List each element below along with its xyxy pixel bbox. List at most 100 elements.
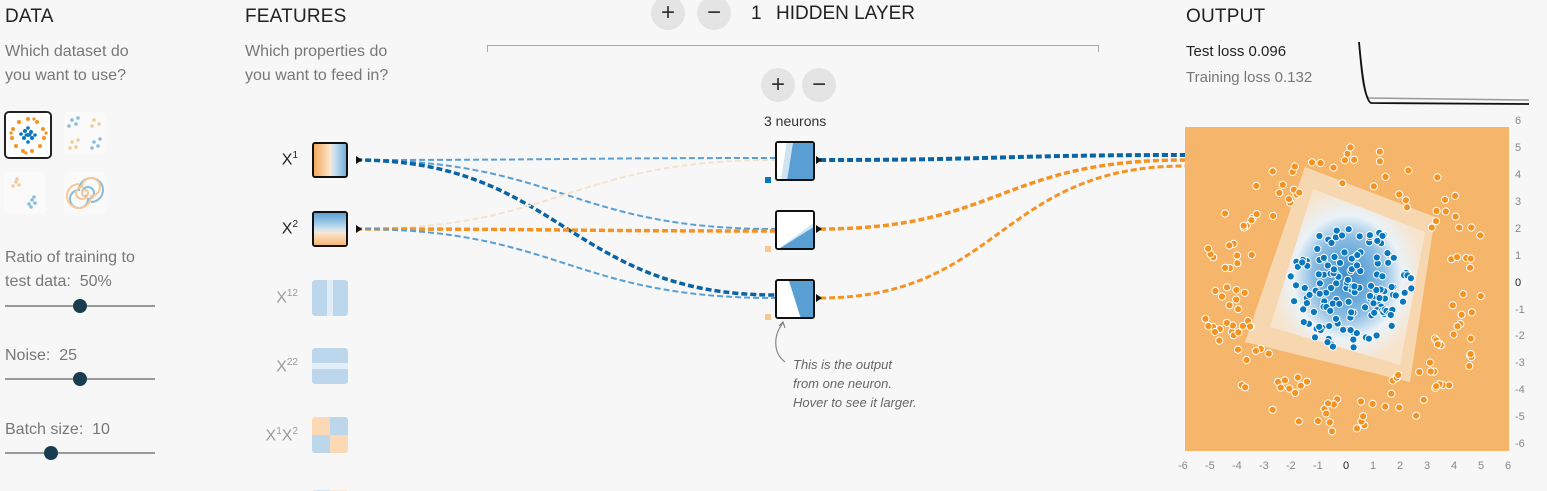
feature-x1sq-box[interactable] bbox=[312, 280, 348, 316]
feature-x2sq-box[interactable] bbox=[312, 348, 348, 384]
orange-point bbox=[1241, 383, 1250, 392]
x-tick-label: -3 bbox=[1259, 460, 1269, 472]
orange-point bbox=[1432, 382, 1441, 391]
orange-point bbox=[1204, 322, 1213, 331]
y-tick-label: 2 bbox=[1515, 222, 1522, 235]
blue-point bbox=[1375, 293, 1384, 303]
orange-point bbox=[1381, 172, 1390, 182]
blue-point bbox=[1378, 231, 1387, 241]
orange-point bbox=[1325, 418, 1334, 427]
dataset-gauss-thumb[interactable] bbox=[4, 172, 46, 214]
neuron-3[interactable] bbox=[775, 279, 815, 319]
orange-point bbox=[1242, 355, 1251, 365]
remove-neuron-button[interactable]: − bbox=[802, 68, 836, 102]
orange-point bbox=[1395, 190, 1404, 199]
orange-point bbox=[1307, 158, 1317, 167]
orange-point bbox=[1275, 188, 1284, 198]
orange-point bbox=[1451, 212, 1460, 221]
feature-x2-box[interactable] bbox=[312, 211, 348, 247]
x-tick-label: -2 bbox=[1286, 460, 1296, 472]
y-tick-label: 6 bbox=[1515, 115, 1522, 128]
orange-point bbox=[1225, 241, 1234, 250]
orange-point bbox=[1432, 206, 1441, 216]
add-neuron-button[interactable]: + bbox=[761, 68, 795, 102]
orange-point bbox=[1327, 427, 1337, 436]
training-loss: Training loss 0.132 bbox=[1186, 69, 1312, 86]
blue-point bbox=[1300, 283, 1309, 293]
orange-point bbox=[1313, 416, 1323, 426]
orange-point bbox=[1322, 409, 1331, 418]
blue-point bbox=[1286, 272, 1295, 281]
dataset-circle-thumb[interactable] bbox=[4, 111, 52, 159]
orange-point bbox=[1440, 195, 1450, 204]
orange-point bbox=[1476, 231, 1485, 240]
y-tick-label: 3 bbox=[1515, 195, 1522, 208]
blue-point bbox=[1340, 248, 1349, 257]
neuron-2-bias[interactable] bbox=[765, 246, 771, 252]
noise-slider-knob[interactable] bbox=[73, 372, 87, 386]
orange-point bbox=[1210, 327, 1219, 337]
feature-x1-box[interactable] bbox=[312, 142, 348, 178]
orange-point bbox=[1352, 424, 1362, 433]
blue-point bbox=[1313, 244, 1322, 254]
blue-point bbox=[1365, 231, 1374, 240]
add-layer-button[interactable]: + bbox=[651, 0, 685, 30]
orange-point bbox=[1293, 373, 1303, 382]
blue-point bbox=[1361, 303, 1370, 312]
orange-point bbox=[1369, 182, 1378, 191]
x-tick-label: 4 bbox=[1451, 460, 1458, 472]
caption-arrow bbox=[775, 322, 786, 363]
batch-slider-track[interactable] bbox=[5, 452, 155, 454]
dataset-question: Which dataset do you want to use? bbox=[5, 43, 129, 84]
orange-point bbox=[1278, 180, 1287, 189]
layer-bracket bbox=[487, 45, 1099, 52]
blue-point bbox=[1398, 297, 1408, 306]
blue-point bbox=[1323, 261, 1332, 270]
blue-point bbox=[1315, 279, 1324, 288]
orange-point bbox=[1375, 147, 1384, 156]
feature-x1x2-label: X1X2 bbox=[265, 426, 298, 445]
blue-point bbox=[1305, 290, 1314, 299]
orange-point bbox=[1449, 330, 1458, 339]
orange-point bbox=[1394, 370, 1403, 380]
link-x1-n3 bbox=[355, 158, 776, 297]
orange-point bbox=[1284, 195, 1294, 204]
neuron-2-heatmap bbox=[777, 212, 813, 248]
orange-point bbox=[1215, 336, 1224, 345]
feature-x1sq-label: X12 bbox=[276, 288, 298, 307]
orange-point bbox=[1350, 155, 1359, 164]
blue-point bbox=[1298, 258, 1307, 267]
batch-slider-knob[interactable] bbox=[44, 446, 58, 460]
neuron-1-bias[interactable] bbox=[765, 177, 771, 183]
neurons-count-label: 3 neurons bbox=[764, 113, 827, 129]
ratio-slider-knob[interactable] bbox=[73, 299, 87, 313]
blue-point bbox=[1383, 249, 1392, 258]
neuron-3-bias[interactable] bbox=[765, 314, 771, 320]
y-tick-label: 1 bbox=[1515, 249, 1522, 262]
blue-point bbox=[1343, 275, 1352, 284]
neuron-1[interactable] bbox=[775, 141, 815, 181]
orange-point bbox=[1211, 286, 1220, 296]
orange-point bbox=[1232, 285, 1241, 295]
blue-point bbox=[1330, 252, 1339, 262]
dataset-spiral-thumb[interactable] bbox=[64, 172, 106, 214]
dataset-xor-thumb[interactable] bbox=[64, 112, 106, 154]
feature-x1x2-box[interactable] bbox=[312, 417, 348, 453]
neuron-2[interactable] bbox=[775, 210, 815, 250]
blue-point bbox=[1310, 333, 1320, 342]
orange-point bbox=[1459, 290, 1468, 299]
orange-point bbox=[1427, 223, 1436, 232]
blue-point bbox=[1352, 261, 1362, 270]
orange-point bbox=[1232, 295, 1241, 304]
orange-point bbox=[1425, 358, 1435, 367]
feature-x1-heatmap bbox=[314, 144, 346, 176]
orange-point bbox=[1239, 221, 1248, 230]
orange-point bbox=[1290, 162, 1299, 171]
remove-layer-button[interactable]: − bbox=[697, 0, 731, 30]
orange-point bbox=[1233, 251, 1242, 260]
y-tick-label: 5 bbox=[1515, 142, 1522, 155]
blue-point bbox=[1372, 253, 1381, 262]
link-x2-n1 bbox=[355, 159, 776, 230]
x-tick-label: -1 bbox=[1313, 460, 1323, 472]
orange-point bbox=[1329, 163, 1338, 172]
